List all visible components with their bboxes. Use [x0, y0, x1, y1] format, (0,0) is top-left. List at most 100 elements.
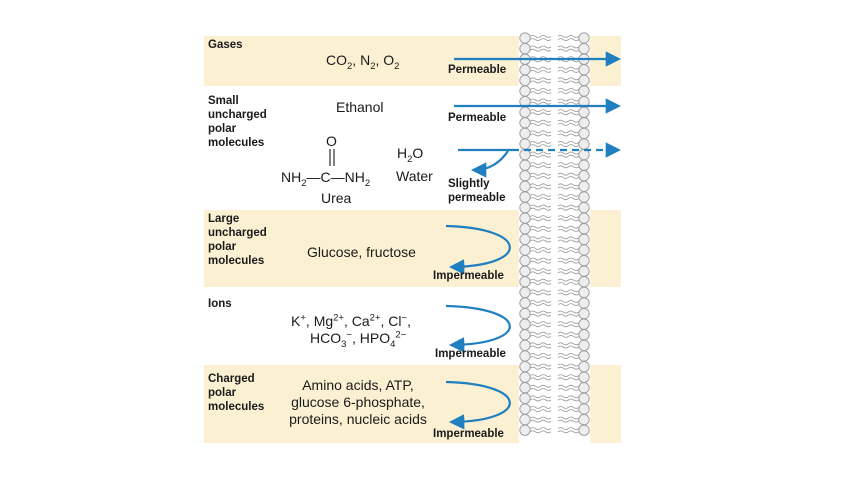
urea-formula: NH2—C—NH2: [281, 169, 371, 189]
lipid-tail: [529, 48, 552, 52]
lipid-tail: [557, 88, 580, 91]
lipid-tail: [557, 384, 580, 388]
impermeable-arrow-large-polar: [445, 224, 511, 275]
lipid-tail: [557, 260, 580, 264]
status-ions: Impermeable: [435, 348, 506, 360]
lipid-head: [578, 413, 590, 426]
lipid-head: [578, 212, 590, 224]
lipid-tail: [557, 144, 580, 147]
lipid-head: [578, 201, 590, 214]
lipid-tail: [529, 215, 552, 218]
lipid-tail: [557, 80, 580, 84]
lipid-head: [519, 117, 531, 129]
lipid-head: [519, 180, 531, 193]
lipid-tail: [557, 427, 580, 430]
chloride-ion: Cl−,: [388, 312, 411, 329]
lipid-head: [578, 127, 590, 140]
lipid-head: [578, 329, 590, 341]
lipid-tail: [529, 384, 552, 388]
lipid-head: [578, 307, 590, 320]
lipid-tail: [529, 406, 552, 409]
lipid-tail: [529, 225, 552, 229]
lipid-tail: [557, 165, 580, 169]
lipid-tail: [529, 154, 552, 158]
lipid-tail: [557, 38, 580, 41]
lipid-head: [519, 307, 531, 320]
status-gases: Permeable: [448, 64, 507, 76]
lipid-tail: [529, 268, 552, 271]
impermeable-arrow-ions: [445, 304, 511, 353]
lipid-head: [519, 413, 531, 426]
membrane-backing: [518, 31, 591, 447]
lipid-tail: [529, 395, 552, 399]
lipid-head: [519, 42, 531, 55]
lipid-tail: [529, 430, 552, 434]
lipid-head: [578, 159, 590, 171]
lipid-head: [578, 180, 590, 193]
lipid-head: [519, 244, 531, 256]
lipid-tail: [529, 345, 552, 349]
lipid-tail: [529, 144, 552, 147]
lipid-head: [578, 42, 590, 55]
lipid-head: [578, 276, 590, 288]
lipid-tail: [557, 112, 580, 116]
lipid-tail: [557, 204, 580, 208]
lipid-tail: [529, 331, 552, 335]
lipid-tail: [557, 66, 580, 70]
lipid-tail: [529, 141, 552, 144]
large-polar-molecules: Glucose, fructose: [307, 244, 416, 260]
lipid-tail: [557, 186, 580, 190]
lipid-head: [519, 64, 531, 76]
lipid-tail: [529, 289, 552, 293]
bicarbonate-ion: HCO3−,: [310, 329, 360, 350]
lipid-head: [519, 138, 531, 150]
lipid-tail: [529, 70, 552, 73]
lipid-tail: [557, 268, 580, 271]
lipid-tail: [557, 289, 580, 293]
lipid-tail: [557, 98, 580, 102]
lipid-tail: [557, 236, 580, 240]
o2: O2: [383, 52, 400, 72]
lipid-tail: [557, 409, 580, 412]
lipid-head: [519, 254, 531, 267]
lipid-head: [578, 191, 590, 203]
lipid-tail: [557, 388, 580, 391]
water-name: Water: [396, 168, 433, 184]
lipid-tail: [557, 335, 580, 338]
lipid-tail: [557, 419, 580, 423]
lipid-tail: [557, 331, 580, 335]
lipid-head: [519, 360, 531, 373]
lipid-tail: [529, 282, 552, 285]
lipid-tail: [557, 207, 580, 211]
lipid-tail: [529, 377, 552, 381]
lipid-tail: [529, 77, 552, 81]
lipid-head: [519, 85, 531, 97]
lipid-tail: [557, 101, 580, 105]
category-small-polar: Small uncharged polar molecules: [208, 95, 267, 149]
lipid-tail: [557, 218, 580, 222]
lipid-tail: [529, 239, 552, 243]
lipid-tail: [557, 70, 580, 73]
lipid-head: [578, 424, 590, 436]
lipid-head: [578, 318, 590, 330]
lipid-tail: [529, 207, 552, 211]
lipid-tail: [557, 310, 580, 314]
lipid-tail: [529, 398, 552, 402]
lipid-tail: [557, 300, 580, 303]
lipid-tail: [557, 250, 580, 253]
lipid-head: [519, 424, 531, 436]
lipid-head: [519, 371, 531, 383]
lipid-tail: [529, 236, 552, 240]
lipid-tail: [557, 292, 580, 296]
lipid-head: [519, 74, 531, 87]
lipid-head: [578, 403, 590, 415]
lipid-tail: [557, 77, 580, 81]
lipid-tail: [557, 45, 580, 49]
lipid-tail: [557, 377, 580, 381]
lipid-tail: [529, 292, 552, 296]
status-charged-polar: Impermeable: [433, 428, 504, 440]
lipid-head: [578, 382, 590, 394]
lipid-tail: [557, 247, 580, 250]
lipid-head: [578, 254, 590, 267]
lipid-tail: [557, 303, 580, 306]
